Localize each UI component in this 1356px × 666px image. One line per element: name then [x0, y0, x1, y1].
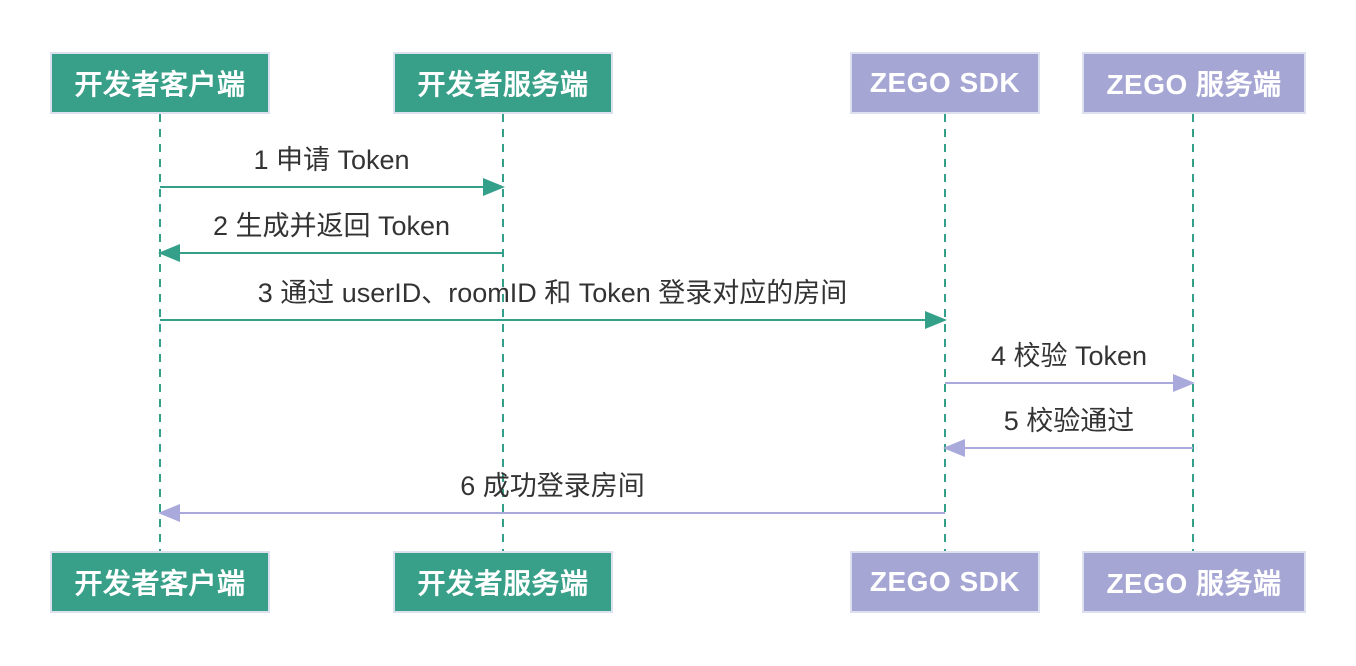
arrowhead-right-icon — [1173, 374, 1195, 392]
lifeline-zego-server — [1192, 114, 1194, 551]
message-1-line — [160, 186, 503, 188]
lifeline-dev-client — [159, 114, 161, 551]
participant-dev-client-bottom: 开发者客户端 — [50, 551, 270, 613]
message-6-line — [160, 512, 945, 514]
message-4-label: 4 校验 Token — [990, 341, 1148, 371]
arrowhead-left-icon — [943, 439, 965, 457]
participant-dev-server-bottom: 开发者服务端 — [393, 551, 613, 613]
message-1-label: 1 申请 Token — [253, 145, 410, 175]
participant-zego-sdk-bottom: ZEGO SDK — [850, 551, 1040, 613]
message-2-line — [160, 252, 503, 254]
lifeline-dev-server — [502, 114, 504, 551]
participant-zego-server-bottom: ZEGO 服务端 — [1082, 551, 1306, 613]
arrowhead-right-icon — [483, 178, 505, 196]
message-2-label: 2 生成并返回 Token — [212, 211, 451, 241]
message-5-line — [945, 447, 1193, 449]
participant-zego-sdk-top: ZEGO SDK — [850, 52, 1040, 114]
message-6-label: 6 成功登录房间 — [460, 471, 645, 501]
arrowhead-left-icon — [158, 504, 180, 522]
message-3-line — [160, 319, 945, 321]
participant-dev-server-top: 开发者服务端 — [393, 52, 613, 114]
message-3-label: 3 通过 userID、roomID 和 Token 登录对应的房间 — [257, 278, 848, 308]
arrowhead-left-icon — [158, 244, 180, 262]
lifeline-zego-sdk — [944, 114, 946, 551]
participant-zego-server-top: ZEGO 服务端 — [1082, 52, 1306, 114]
message-5-label: 5 校验通过 — [1003, 406, 1135, 436]
arrowhead-right-icon — [925, 311, 947, 329]
message-4-line — [945, 382, 1193, 384]
participant-dev-client-top: 开发者客户端 — [50, 52, 270, 114]
